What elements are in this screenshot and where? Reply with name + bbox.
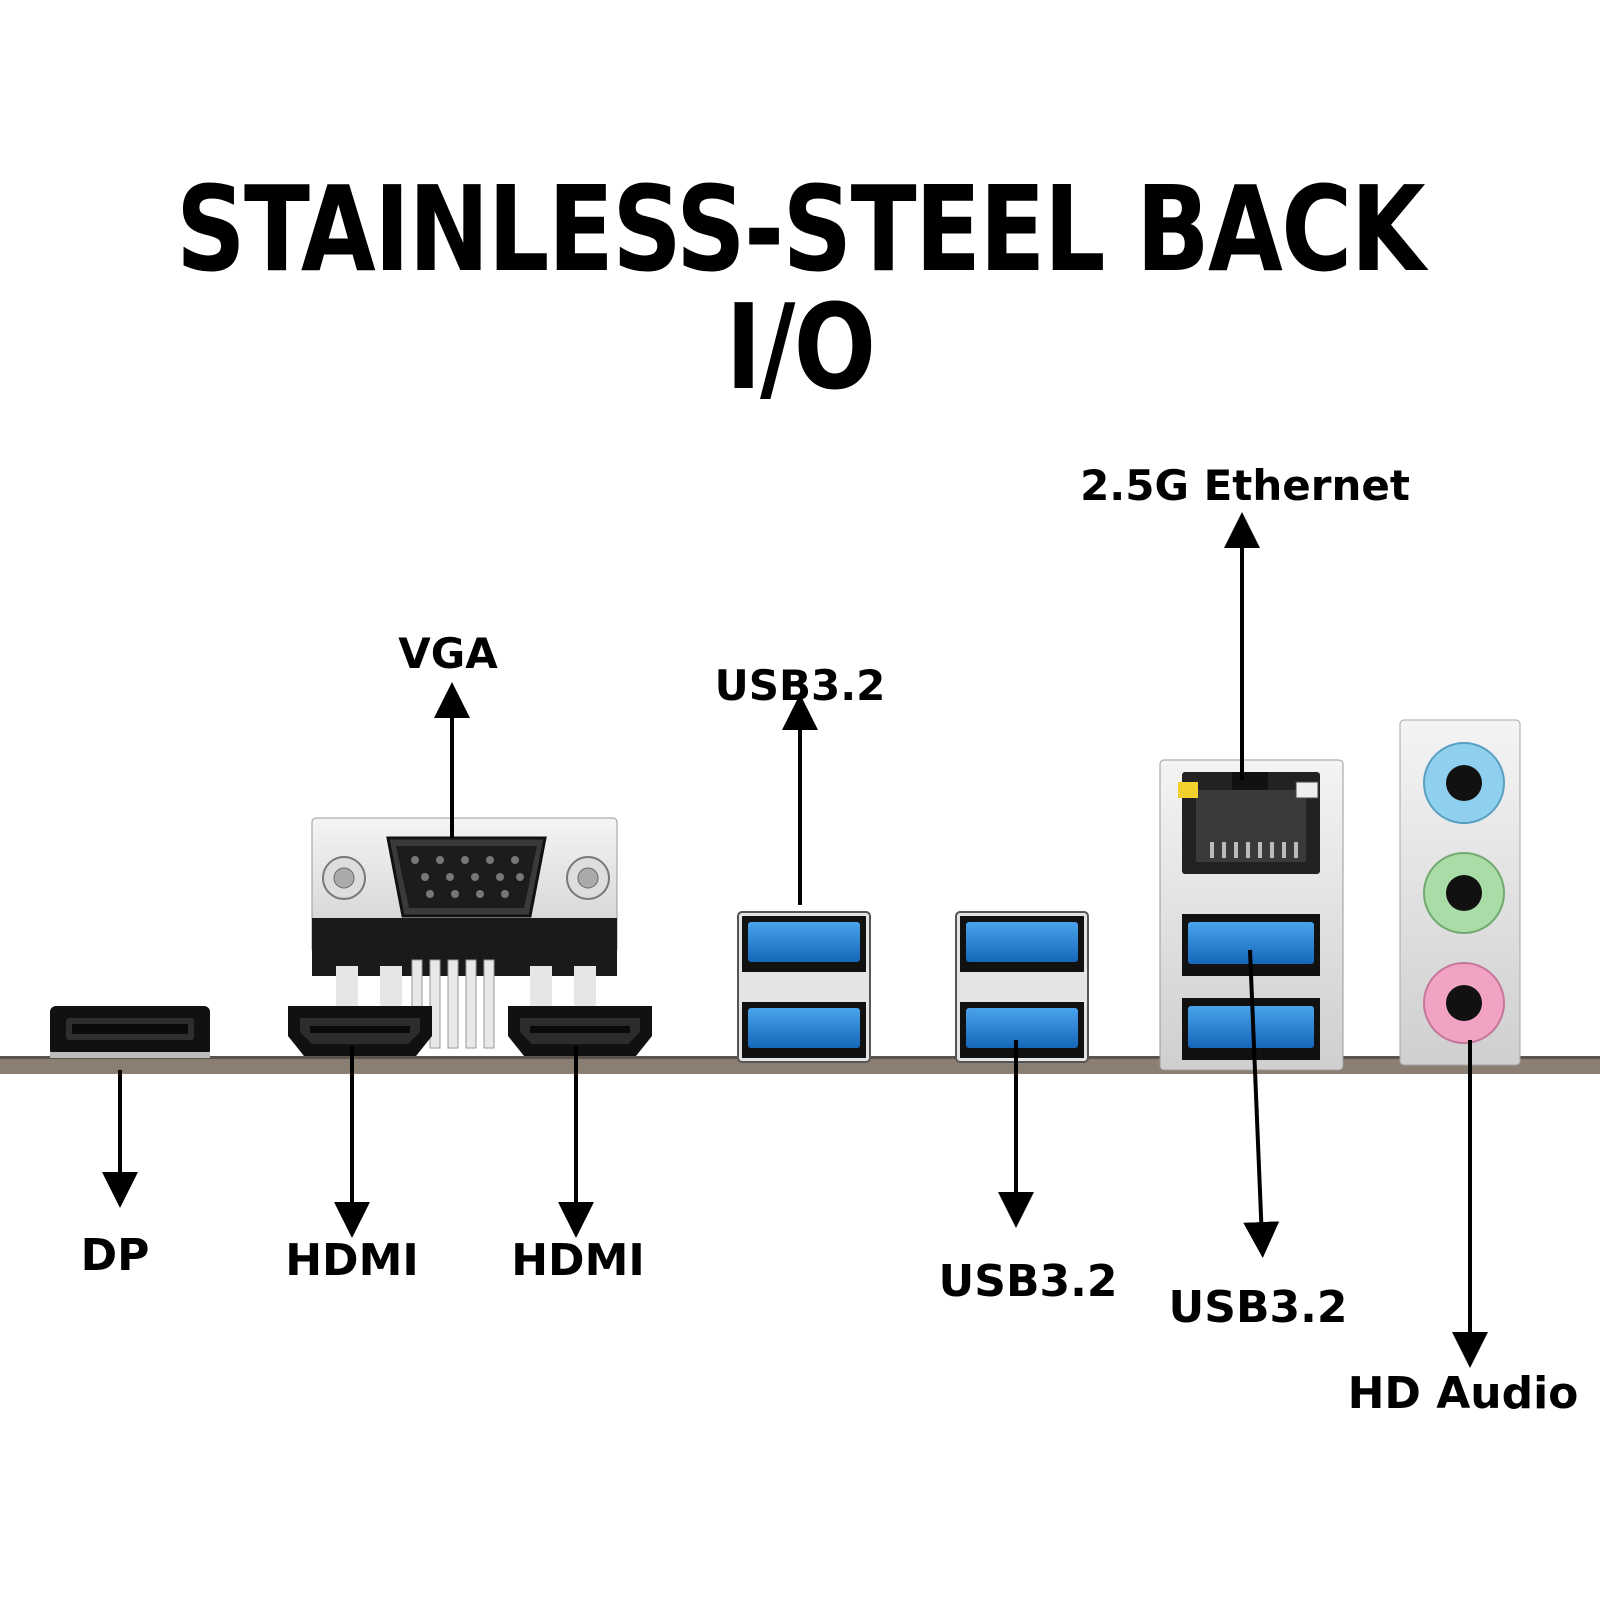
dp-port [50, 1006, 210, 1058]
label-usb-top: USB3.2 [715, 661, 886, 710]
label-usb-bottom-1: USB3.2 [939, 1256, 1118, 1307]
label-hdmi-2: HDMI [511, 1235, 645, 1286]
ethernet-usb-stack [1159, 759, 1344, 1071]
label-audio: HD Audio [1348, 1368, 1579, 1419]
page-title: STAINLESS-STEEL BACK I/O [175, 160, 1426, 416]
ethernet-led-right [1295, 781, 1319, 799]
usb-stack-2 [955, 911, 1089, 1063]
vga-port [311, 817, 618, 1049]
ethernet-led-left [1178, 782, 1198, 798]
label-usb-bottom-2: USB3.2 [1169, 1282, 1348, 1333]
arrow-usb-bottom-2 [1243, 949, 1280, 1258]
label-vga: VGA [398, 629, 498, 678]
label-ethernet: 2.5G Ethernet [1080, 461, 1410, 510]
label-hdmi-1: HDMI [285, 1235, 419, 1286]
usb-stack-1 [737, 911, 871, 1063]
label-dp: DP [81, 1230, 150, 1281]
audio-jacks [1399, 719, 1521, 1066]
hdmi-port-1 [288, 1006, 432, 1056]
hdmi-port-2 [508, 1006, 652, 1056]
